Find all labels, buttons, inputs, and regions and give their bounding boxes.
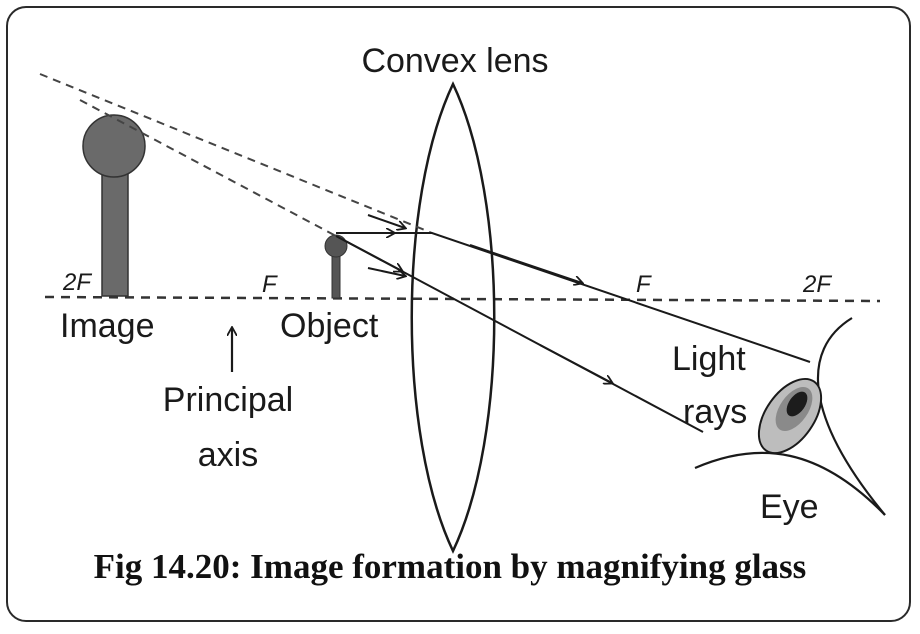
label-right-2f: 2F [802, 271, 832, 298]
virtual-ray-2 [79, 99, 337, 237]
incident-arrow-top [367, 214, 405, 228]
label-image: Image [60, 307, 155, 345]
eye-icon [694, 317, 886, 516]
label-eye: Eye [760, 488, 819, 526]
label-left-2f: 2F [62, 269, 92, 296]
label-light: Light [672, 340, 746, 378]
label-left-f: F [262, 271, 278, 298]
light-ray-parallel [336, 233, 811, 363]
image-figure [82, 114, 146, 297]
label-right-f: F [636, 271, 652, 298]
object-figure [324, 234, 348, 299]
figure-caption: Fig 14.20: Image formation by magnifying… [94, 547, 807, 586]
convex-lens [410, 81, 496, 554]
label-object: Object [280, 307, 379, 345]
label-rays: rays [683, 393, 747, 431]
label-principal: Principal [163, 381, 293, 419]
incident-arrow-bottom [367, 267, 405, 276]
principal-axis-line [44, 295, 881, 303]
figure-frame [6, 6, 911, 622]
light-ray-centre [335, 235, 704, 433]
lens-title: Convex lens [361, 42, 548, 80]
virtual-ray-1 [39, 73, 433, 234]
label-axis: axis [198, 436, 258, 474]
